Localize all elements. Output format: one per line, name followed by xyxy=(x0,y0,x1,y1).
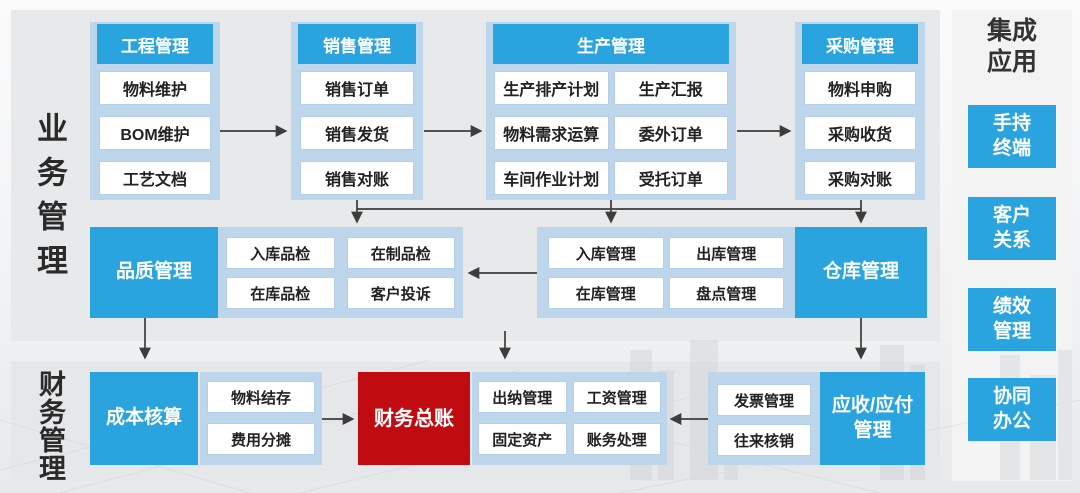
module-item: 生产排产计划 xyxy=(495,72,608,104)
quality-management-box: 品质管理 xyxy=(90,227,218,318)
module-item: 账务处理 xyxy=(573,424,660,454)
module-item: 出纳管理 xyxy=(479,382,566,412)
module-item: 物料结存 xyxy=(208,382,314,412)
invoice-items-group: 发票管理 往来核销 xyxy=(708,372,820,465)
cashier-items-group: 出纳管理 工资管理 固定资产 账务处理 xyxy=(472,372,667,465)
finance-section-label: 财务管理 xyxy=(35,370,65,482)
module-item: 在制品检 xyxy=(347,238,454,268)
column-production-header: 生产管理 xyxy=(493,24,729,64)
module-item: 入库品检 xyxy=(227,238,334,268)
module-item: 盘点管理 xyxy=(669,278,783,308)
module-item: 入库管理 xyxy=(549,238,663,268)
module-item: 生产汇报 xyxy=(614,72,727,104)
module-item: 往来核销 xyxy=(718,425,810,455)
module-item: 物料需求运算 xyxy=(495,117,608,149)
module-item: 发票管理 xyxy=(718,385,810,415)
integration-office-box: 协同 办公 xyxy=(968,378,1056,441)
module-item: 在库管理 xyxy=(549,278,663,308)
module-item: 物料申购 xyxy=(805,72,915,104)
warehouse-items-group: 入库管理 出库管理 在库管理 盘点管理 xyxy=(537,227,795,318)
module-item: 物料维护 xyxy=(100,72,210,104)
module-item: 出库管理 xyxy=(669,238,783,268)
quality-items-group: 入库品检 在制品检 在库品检 客户投诉 xyxy=(218,227,463,318)
module-item: 在库品检 xyxy=(227,278,334,308)
cost-accounting-box: 成本核算 xyxy=(90,372,198,465)
column-production: 生产管理 生产排产计划 生产汇报 物料需求运算 委外订单 车间作业计划 受托订单 xyxy=(486,22,736,200)
module-item: 工资管理 xyxy=(573,382,660,412)
module-item: 委外订单 xyxy=(614,117,727,149)
integration-handheld-box: 手持 终端 xyxy=(968,105,1056,168)
module-item: 销售订单 xyxy=(301,72,413,104)
module-item: 工艺文档 xyxy=(100,162,210,194)
module-item: 采购收货 xyxy=(805,117,915,149)
module-item: 受托订单 xyxy=(614,162,727,194)
column-sales: 销售管理 销售订单 销售发货 销售对账 xyxy=(291,22,423,200)
column-sales-header: 销售管理 xyxy=(298,24,416,64)
column-engineering-header: 工程管理 xyxy=(97,24,213,64)
column-engineering: 工程管理 物料维护 BOM维护 工艺文档 xyxy=(90,22,220,200)
integration-crm-box: 客户 关系 xyxy=(968,197,1056,260)
column-purchasing-header: 采购管理 xyxy=(802,24,918,64)
receivable-payable-box: 应收/应付 管理 xyxy=(820,372,925,465)
general-ledger-box: 财务总账 xyxy=(358,372,470,465)
module-item: 客户投诉 xyxy=(347,278,454,308)
module-item: 费用分摊 xyxy=(208,424,314,454)
module-item: 车间作业计划 xyxy=(495,162,608,194)
integration-performance-box: 绩效 管理 xyxy=(968,288,1056,351)
column-purchasing: 采购管理 物料申购 采购收货 采购对账 xyxy=(795,22,925,200)
module-item: BOM维护 xyxy=(100,117,210,149)
business-section-label: 业务管理 xyxy=(32,112,67,288)
module-item: 采购对账 xyxy=(805,162,915,194)
warehouse-management-box: 仓库管理 xyxy=(795,227,927,318)
module-item: 销售发货 xyxy=(301,117,413,149)
cost-items-group: 物料结存 费用分摊 xyxy=(200,372,322,465)
module-item: 固定资产 xyxy=(479,424,566,454)
integration-title: 集成 应用 xyxy=(986,17,1037,77)
module-item: 销售对账 xyxy=(301,162,413,194)
